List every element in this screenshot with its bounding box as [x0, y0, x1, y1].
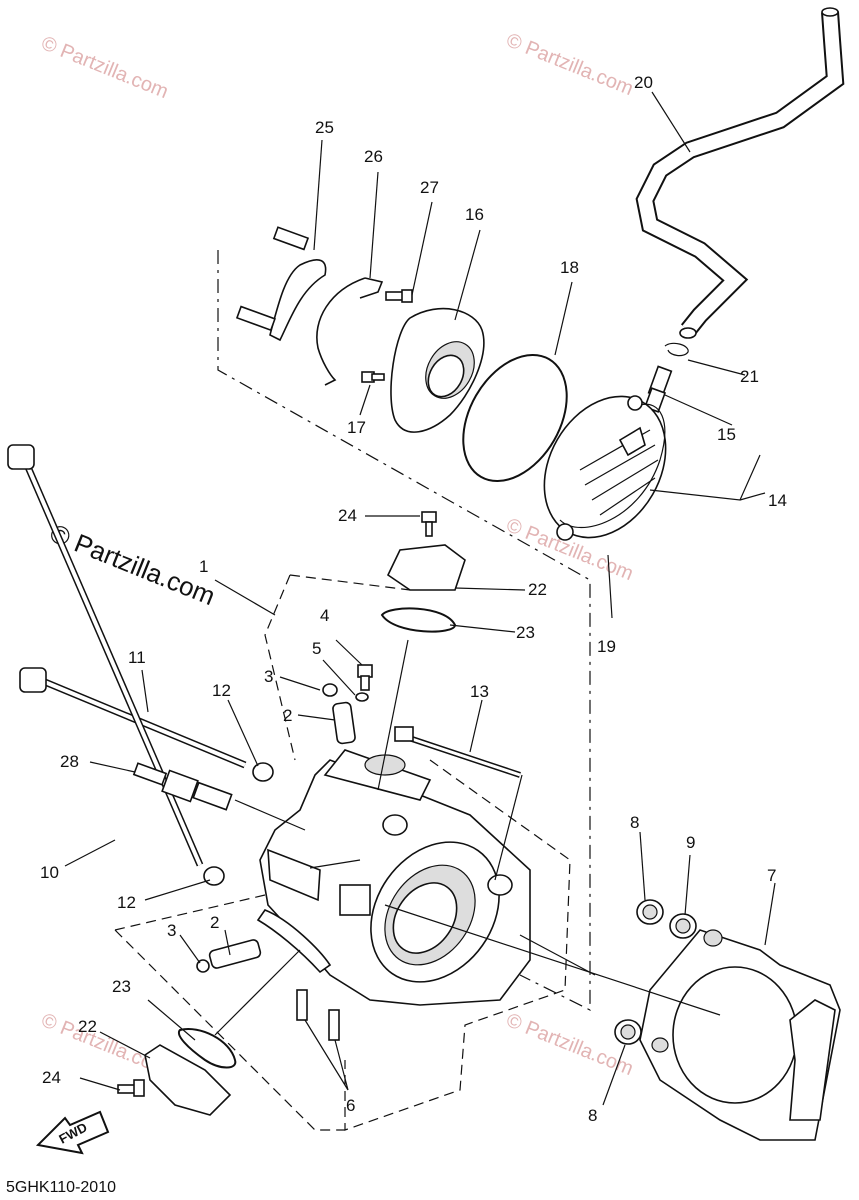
callout: 2	[210, 913, 219, 932]
callout: 18	[560, 258, 579, 277]
hose-clip	[664, 342, 689, 357]
cam-holder	[235, 226, 327, 342]
small-parts-upper	[322, 664, 373, 745]
callout: 3	[264, 667, 273, 686]
callout: 17	[347, 418, 366, 437]
callout: 22	[528, 580, 547, 599]
bolt-17	[361, 371, 385, 383]
callout: 28	[60, 752, 79, 771]
callout: 23	[112, 977, 131, 996]
callout: 2	[283, 706, 292, 725]
callout: 1	[199, 557, 208, 576]
callout: 12	[117, 893, 136, 912]
leader-lines	[64, 91, 776, 1106]
watermark: © Partzilla.com	[503, 29, 636, 100]
bolt-26	[385, 289, 413, 303]
stud	[328, 1009, 340, 1041]
callout: 5	[312, 639, 321, 658]
cylinder-gasket	[639, 929, 841, 1141]
callout: 14	[768, 491, 787, 510]
dowel-lower	[614, 1019, 642, 1045]
head-assembly-boundary	[114, 574, 571, 1131]
o-ring-lower	[196, 959, 210, 973]
cam-bracket	[316, 277, 384, 386]
callout: 20	[634, 73, 653, 92]
watermark: © Partzilla.com	[38, 32, 171, 103]
dowel-pin-lower	[208, 939, 262, 969]
breather-hose	[635, 7, 845, 339]
callout: 4	[320, 606, 329, 625]
cylinder-head	[256, 749, 531, 1006]
diagram-code: 5GHK110-2010	[6, 1179, 116, 1196]
callout: 22	[78, 1017, 97, 1036]
o-ring	[462, 353, 568, 483]
callout: 19	[597, 637, 616, 656]
dowel-ring	[669, 913, 697, 939]
callout-labels: 1 2 2 3 3 4 5 6 7 8 8 9 10 11 12 12 13 1…	[40, 73, 787, 1125]
callout: 23	[516, 623, 535, 642]
callout: 11	[128, 648, 146, 667]
spark-plug	[132, 762, 233, 811]
dowel-upper	[636, 899, 664, 925]
washer	[203, 866, 225, 886]
callout: 27	[420, 178, 439, 197]
callout: 10	[40, 863, 59, 882]
callout: 9	[686, 833, 695, 852]
callout: 16	[465, 205, 484, 224]
head-bolt-11	[19, 667, 247, 769]
callout: 8	[630, 813, 639, 832]
callout: 6	[346, 1096, 355, 1115]
callout: 7	[767, 866, 776, 885]
tappet-cover-lower	[144, 1044, 232, 1116]
callout: 8	[588, 1106, 597, 1125]
callout: 15	[717, 425, 736, 444]
callout: 3	[167, 921, 176, 940]
callout: 24	[42, 1068, 61, 1087]
head-bolt-10	[7, 444, 204, 867]
cover-plate	[390, 307, 485, 433]
gasket-lower	[177, 1028, 237, 1069]
fwd-arrow: FWD	[35, 1110, 110, 1155]
tappet-cover-upper	[380, 511, 466, 633]
callout: 12	[212, 681, 231, 700]
callout: 26	[364, 147, 383, 166]
callout: 24	[338, 506, 357, 525]
bolt-24-lower	[117, 1079, 145, 1097]
callout: 13	[470, 682, 489, 701]
callout: 21	[740, 367, 759, 386]
cylinder-head-cover	[543, 395, 667, 541]
washer	[252, 762, 274, 782]
callout: 25	[315, 118, 334, 137]
breather-fitting	[643, 365, 673, 413]
stud	[296, 989, 308, 1021]
stud-bolt-13	[394, 726, 521, 778]
assembly-line	[217, 250, 591, 1011]
